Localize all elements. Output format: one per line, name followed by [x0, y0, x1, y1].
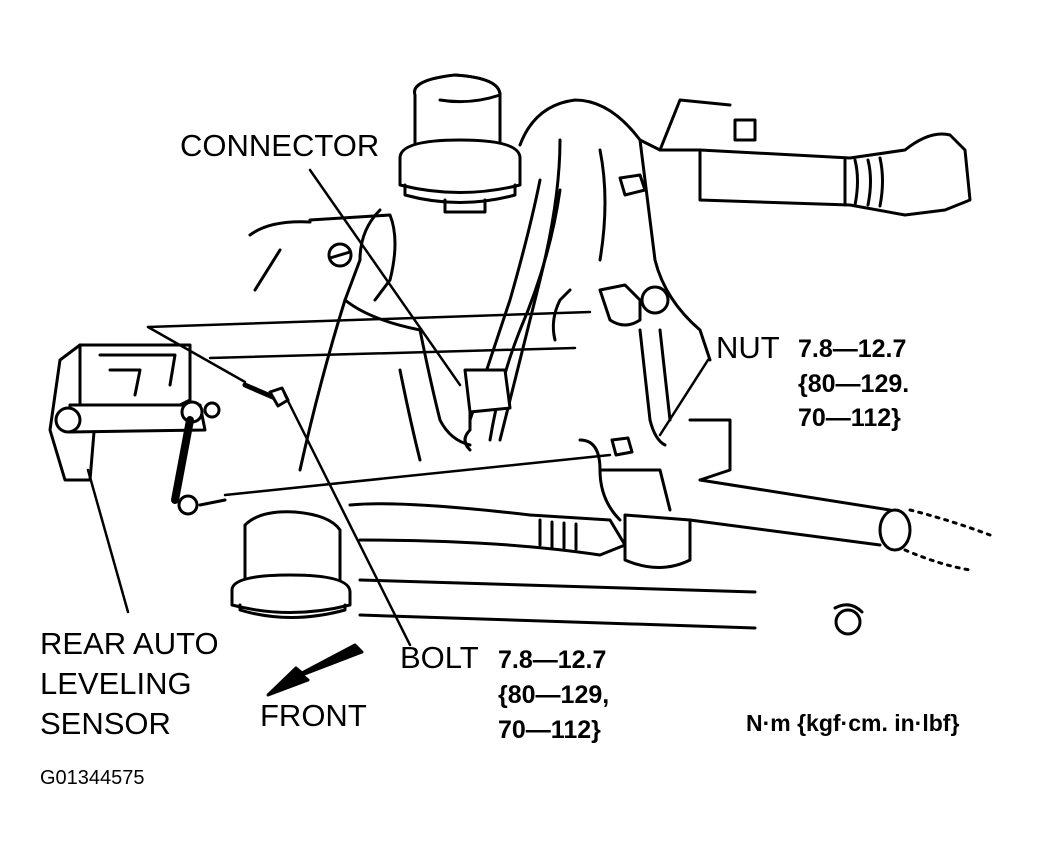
- bolt-torque-inlbf: 70—112}: [498, 716, 601, 744]
- connector-label: CONNECTOR: [180, 128, 380, 163]
- sensor-label-line-2: LEVELING: [40, 666, 192, 701]
- sensor-label-line-1: REAR AUTO: [40, 626, 219, 661]
- leveling-sensor: [48, 343, 227, 516]
- guide-lines: [146, 310, 612, 497]
- torque-units-note: N·m {kgf·cm. in·lbf}: [746, 710, 960, 736]
- upper-control-arm: [618, 118, 972, 217]
- front-label: FRONT: [260, 698, 367, 733]
- nut-torque-nm: 7.8—12.7: [798, 335, 907, 363]
- figure-id: G01344575: [40, 767, 145, 789]
- nut-torque-kgfcm: {80—129.: [798, 370, 910, 398]
- knuckle-bolt: [327, 242, 353, 268]
- leader-lines: [86, 168, 710, 647]
- nut-label: NUT: [716, 330, 780, 365]
- upper-bushing: [398, 73, 522, 214]
- front-arrow: [266, 643, 364, 697]
- bolt-label: BOLT: [400, 640, 479, 675]
- bolt-torque-nm: 7.8—12.7: [498, 646, 607, 674]
- connector-block: [463, 368, 512, 452]
- lower-bushing: [230, 510, 352, 619]
- sensor-bolt: [242, 382, 290, 408]
- lower-control-arm: [348, 418, 992, 572]
- nut-torque-inlbf: 70—112}: [798, 404, 901, 432]
- stabilizer-nut: [610, 436, 634, 457]
- sensor-label-line-3: SENSOR: [40, 706, 171, 741]
- stabilizer-link: [598, 283, 672, 447]
- reference-lines: [358, 578, 864, 636]
- bolt-torque-kgfcm: {80—129,: [498, 681, 610, 709]
